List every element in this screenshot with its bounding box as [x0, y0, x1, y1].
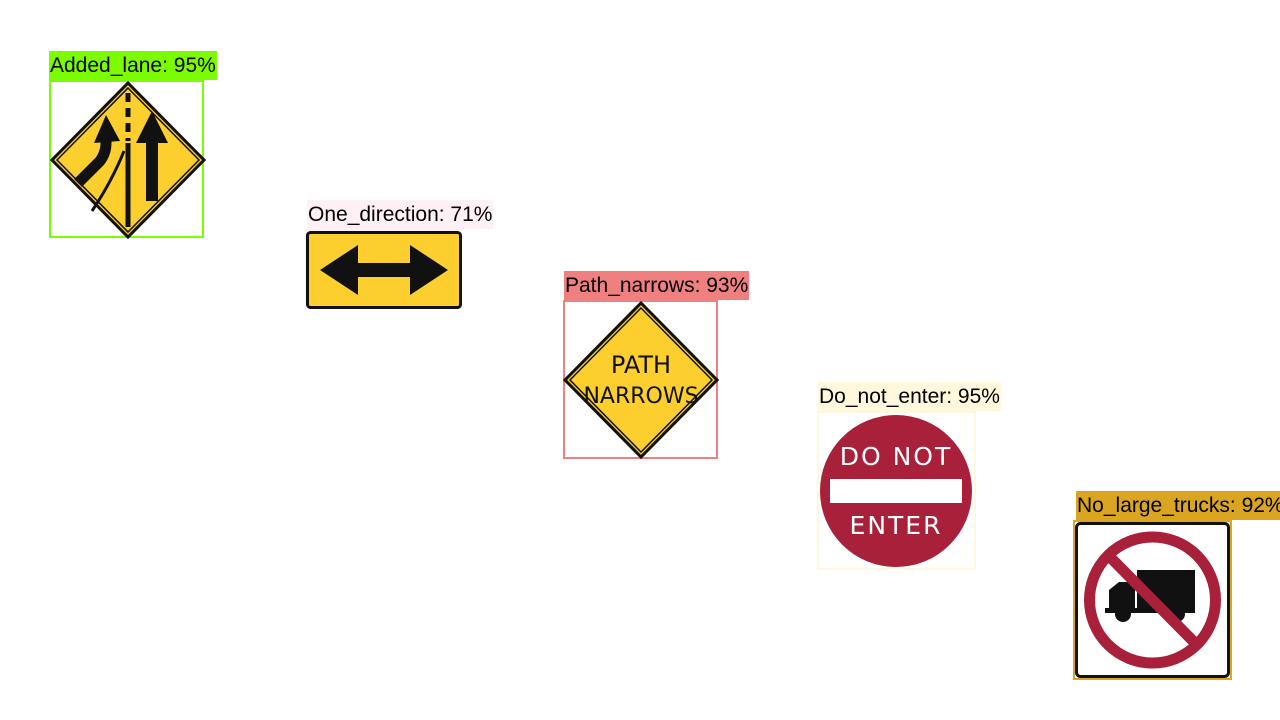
sign-text-narrows: NARROWS	[583, 384, 698, 409]
detection-label: Added_lane: 95%	[49, 51, 217, 80]
detection-label: One_direction: 71%	[307, 200, 494, 229]
added-lane-sign	[50, 81, 206, 239]
sign-text-path: PATH	[611, 351, 671, 379]
no-large-trucks-sign	[1075, 522, 1230, 678]
sign-text-enter: ENTER	[850, 511, 943, 540]
detection-label: Do_not_enter: 95%	[818, 382, 1001, 411]
do-not-enter-sign: DO NOT ENTER	[820, 415, 972, 567]
path-narrows-sign: PATH NARROWS	[563, 301, 719, 459]
bounding-box	[1073, 520, 1232, 680]
detection-label: No_large_trucks: 92%	[1076, 491, 1280, 520]
detection-label: Path_narrows: 93%	[564, 271, 750, 300]
sign-text-do-not: DO NOT	[840, 442, 953, 471]
bounding-box	[817, 411, 976, 570]
one-direction-sign	[306, 231, 462, 309]
